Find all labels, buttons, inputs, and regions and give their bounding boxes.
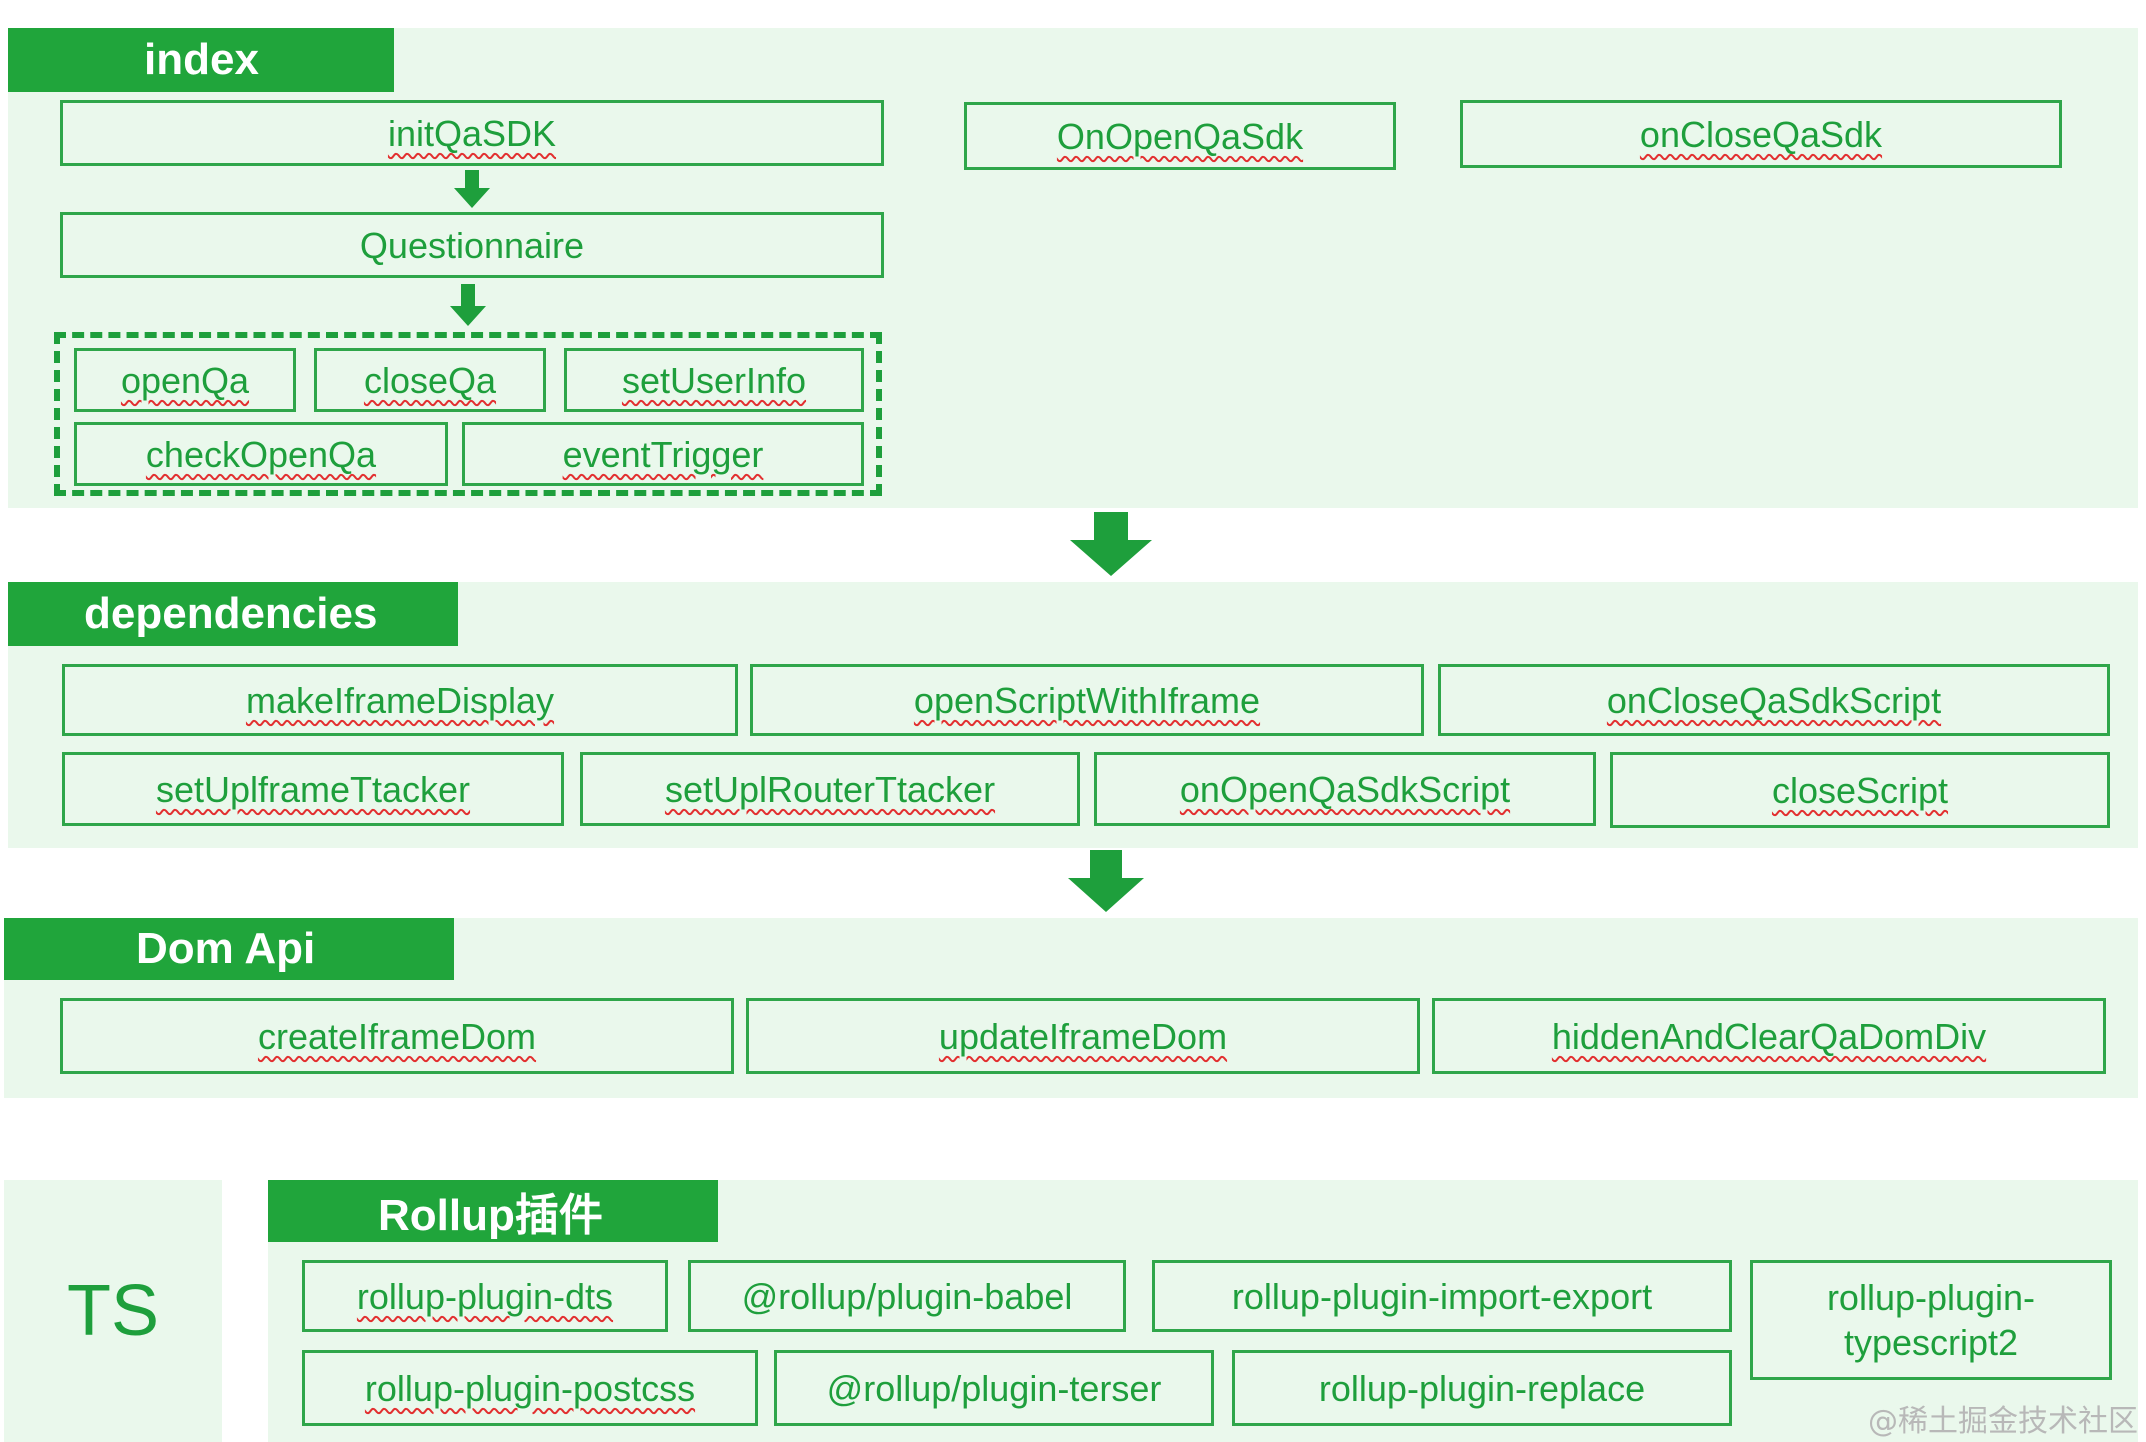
dependencies-title: dependencies (8, 582, 458, 646)
method-set-user-info: setUserInfo (564, 348, 864, 412)
index-title: index (8, 28, 394, 92)
rollup-plugin-import-export: rollup-plugin-import-export (1152, 1260, 1732, 1332)
dom-hidden-and-clear: hiddenAndClearQaDomDiv (1432, 998, 2106, 1074)
rollup-title: Rollup插件 (268, 1180, 718, 1242)
rollup-plugin-replace: rollup-plugin-replace (1232, 1350, 1732, 1426)
dom-create-iframe-dom: createIframeDom (60, 998, 734, 1074)
dep-on-open-qa-sdk-script: onOpenQaSdkScript (1094, 752, 1596, 826)
questionnaire-box: Questionnaire (60, 212, 884, 278)
rollup-plugin-typescript2: rollup-plugin-typescript2 (1750, 1260, 2112, 1380)
rollup-plugin-terser: @rollup/plugin-terser (774, 1350, 1214, 1426)
rollup-plugin-dts: rollup-plugin-dts (302, 1260, 668, 1332)
dep-make-iframe-display: makeIframeDisplay (62, 664, 738, 736)
dep-open-script-with-iframe: openScriptWithIframe (750, 664, 1424, 736)
ts-label: TS (66, 1271, 159, 1351)
dep-close-script: closeScript (1610, 752, 2110, 828)
on-close-qa-sdk-box: onCloseQaSdk (1460, 100, 2062, 168)
dep-set-up-iframe-tracker: setUplframeTtacker (62, 752, 564, 826)
rollup-plugin-postcss: rollup-plugin-postcss (302, 1350, 758, 1426)
dom-update-iframe-dom: updateIframeDom (746, 998, 1420, 1074)
rollup-plugin-babel: @rollup/plugin-babel (688, 1260, 1126, 1332)
dep-on-close-qa-sdk-script: onCloseQaSdkScript (1438, 664, 2110, 736)
dep-set-up-router-tracker: setUplRouterTtacker (580, 752, 1080, 826)
method-close-qa: closeQa (314, 348, 546, 412)
arrow-down-icon (1068, 850, 1144, 912)
method-check-open-qa: checkOpenQa (74, 422, 448, 486)
dom-api-title: Dom Api (4, 918, 454, 980)
method-event-trigger: eventTrigger (462, 422, 864, 486)
watermark: @稀土掘金技术社区 (1868, 1404, 2138, 1439)
methods-group (54, 332, 882, 496)
arrow-down-icon (454, 170, 490, 208)
arrow-down-icon (450, 284, 486, 326)
arrow-down-icon (1070, 512, 1152, 576)
init-qa-sdk-box: initQaSDK (60, 100, 884, 166)
on-open-qa-sdk-box: OnOpenQaSdk (964, 102, 1396, 170)
ts-panel (4, 1180, 222, 1442)
method-open-qa: openQa (74, 348, 296, 412)
